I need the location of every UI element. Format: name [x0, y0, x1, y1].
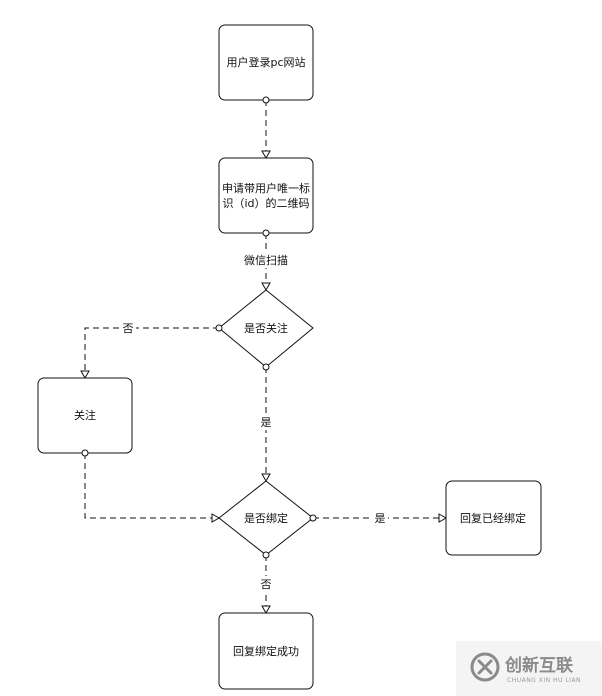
node-reply-success-label: 回复绑定成功: [233, 644, 299, 658]
edge-label-not-followed: 否: [123, 322, 134, 335]
node-follow-label: 关注: [74, 408, 96, 422]
node-follow: 关注: [37, 377, 133, 454]
node-qrcode: 申请带用户唯一标 识（id）的二维码: [218, 157, 314, 234]
node-qrcode-label-line1: 申请带用户唯一标: [222, 181, 310, 195]
connector-dot: [262, 551, 270, 559]
edge-label-bound-no: 否: [261, 578, 272, 591]
edge-label-scan: 微信扫描: [244, 253, 288, 267]
node-bound-label: 是否绑定: [244, 511, 288, 525]
edge-follow-to-bound: [84, 453, 221, 523]
node-followed-decision: 是否关注: [218, 289, 314, 368]
edge-followed-no-to-follow: [80, 327, 219, 380]
connector-dot: [215, 324, 223, 332]
connector-dot: [262, 229, 270, 237]
watermark: 创新互联 CHUANG XIN HU LIAN: [456, 641, 602, 696]
node-qrcode-label-line2: 识（id）的二维码: [222, 196, 309, 210]
edge-label-bound-yes: 是: [375, 512, 386, 525]
node-followed-label: 是否关注: [244, 321, 288, 335]
watermark-logo-icon: [470, 652, 500, 682]
edge-labels: 微信扫描 否 是 是 否: [120, 252, 388, 592]
watermark-text: 创新互联: [504, 655, 573, 676]
connector-dots: [81, 96, 317, 559]
connector-dot: [262, 363, 270, 371]
edge-label-followed-yes: 是: [261, 416, 272, 429]
edges-group: [80, 100, 448, 615]
node-bound-decision: 是否绑定: [218, 480, 314, 556]
watermark-subtext: CHUANG XIN HU LIAN: [507, 677, 581, 684]
node-reply-success: 回复绑定成功: [218, 612, 314, 690]
connector-dot: [262, 96, 270, 104]
connector-dot: [81, 449, 89, 457]
node-login: 用户登录pc网站: [218, 24, 314, 101]
node-reply-bound: 回复已经绑定: [445, 480, 542, 556]
connector-dot: [309, 514, 317, 522]
node-login-label: 用户登录pc网站: [226, 55, 305, 69]
node-reply-bound-label: 回复已经绑定: [460, 511, 526, 525]
